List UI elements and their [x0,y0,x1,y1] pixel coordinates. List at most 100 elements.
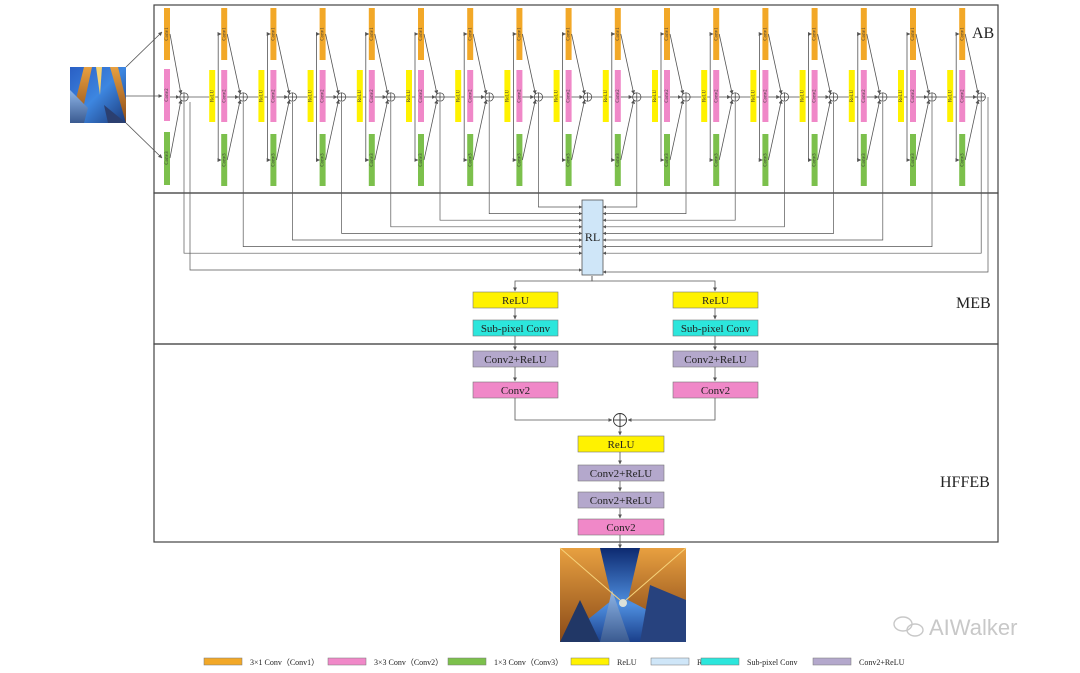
conv1-label: Conv1 [468,27,473,41]
conv2-label: Conv2 [862,89,867,103]
relu-label: ReLU [604,90,609,103]
relu-block [898,70,904,122]
relu-label: ReLU [850,90,855,103]
conv2-block [910,70,916,122]
watermark: AIWalker [893,615,1017,640]
section-frames [153,4,999,543]
conv1-block [910,8,916,60]
conv2-block [368,70,375,122]
meb-left-subpixel-label: Sub-pixel Conv [481,323,551,335]
conv1-label: Conv1 [616,27,621,41]
rl-label: RL [585,230,600,244]
relu-block [947,70,954,122]
conv3-label: Conv3 [468,153,473,167]
meb-left-relu-label: ReLU [502,295,529,307]
conv1-block [811,8,818,60]
legend-swatch [700,657,740,666]
conv2-block [860,70,867,122]
conv3-block [516,134,523,186]
conv1-block [516,8,523,60]
relu-block [504,70,511,122]
conv2-block [270,70,277,122]
sum-node [238,92,248,102]
legend-item-conv2: 3×3 Conv（Conv2） [327,657,443,667]
conv1-label: Conv1 [764,27,769,41]
relu-label: ReLU [407,90,412,103]
meb-left-relu [472,291,559,309]
conv2-label: Conv2 [567,89,572,103]
hffeb-left-conv2relu-label: Conv2+ReLU [484,354,546,366]
legend-item-relu: ReLU [570,657,637,667]
relu-block [799,70,806,122]
conv3-block [614,134,621,186]
conv3-block [811,134,818,186]
conv3-label: Conv3 [813,153,818,167]
conv1-block [418,8,424,60]
conv3-label: Conv3 [370,153,375,167]
conv3-block [762,134,769,186]
conv3-label: Conv3 [764,153,769,167]
legend-item-conv2relu: Conv2+ReLU [812,657,905,667]
hffeb-left-conv2relu [472,350,559,368]
sum-node [484,92,494,102]
legend-label: Sub-pixel Conv [747,658,797,667]
conv2-label: Conv2 [370,89,375,103]
legend-label: 1×3 Conv（Conv3） [494,658,563,667]
relu-label: ReLU [358,90,363,103]
relu-label: ReLU [801,90,806,103]
conv1-label: Conv1 [370,27,375,41]
relu-label: ReLU [456,90,461,103]
sum-node [337,92,347,102]
input-image [70,67,126,123]
conv1-block [860,8,867,60]
legend-item-subpixel: Sub-pixel Conv [700,657,797,667]
conv2-block [467,70,474,122]
sum-node [632,92,642,102]
relu-block [848,70,855,122]
conv1-block [270,8,277,60]
conv1-label: Conv1 [321,27,326,41]
relu-block [356,70,363,122]
ab-section-label: AB [972,25,994,42]
relu-block [209,70,216,122]
ab-frame [153,4,999,194]
relu-label: ReLU [309,90,314,103]
conv2-label: Conv2 [518,89,523,103]
conv2-block [418,70,424,122]
conv3-block [860,134,867,186]
relu-block [602,70,609,122]
legend: 3×1 Conv（Conv1）3×3 Conv（Conv2）1×3 Conv（C… [203,657,905,667]
conv1-label: Conv1 [714,27,719,41]
conv3-block [664,134,670,186]
wechat-logo-icon [893,616,924,637]
conv1-label: Conv1 [665,27,670,41]
sum-node [435,92,445,102]
hffeb-left-conv2-label: Conv2 [501,385,530,397]
relu-label: ReLU [555,90,560,103]
sum-node [829,92,839,102]
conv2-block [221,70,228,122]
watermark-text: AIWalker [929,615,1017,640]
conv1-block [221,8,228,60]
hffeb-left-conv2 [472,381,559,399]
conv3-block [467,134,474,186]
conv2-label: Conv2 [321,89,326,103]
hffeb-conv2relu-1 [577,464,665,482]
legend-swatch [327,657,367,666]
conv1-block [762,8,769,60]
legend-swatch [570,657,610,666]
hffeb-conv2relu-2-label: Conv2+ReLU [590,495,652,507]
conv3-label: Conv3 [567,153,572,167]
conv2-label: Conv2 [419,89,424,103]
sum-node [779,92,789,102]
conv1-label: Conv1 [911,27,916,41]
relu-block [701,70,708,122]
hffeb-relu-label: ReLU [608,439,635,451]
